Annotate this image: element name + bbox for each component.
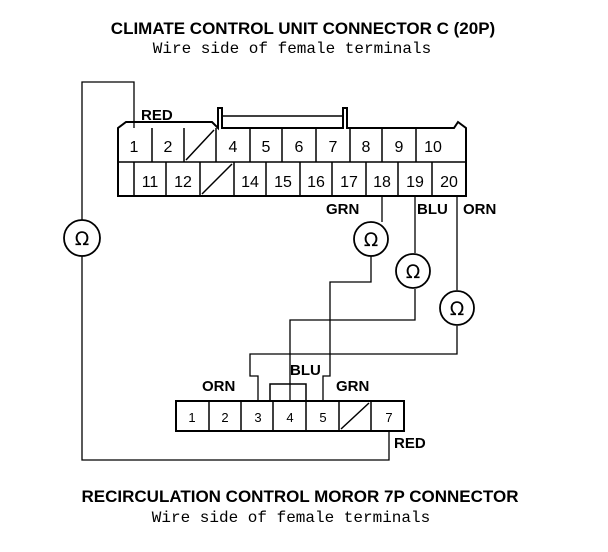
ohmmeter-blu: Ω xyxy=(395,253,431,289)
top-pin-17: 17 xyxy=(340,174,358,191)
empty-cavity-3 xyxy=(185,129,215,161)
ohmmeter-circle xyxy=(353,221,389,257)
top-pin-14: 14 xyxy=(241,174,259,191)
bottom-pin-3: 3 xyxy=(254,410,261,425)
top-pin-19: 19 xyxy=(406,174,424,191)
wire-label-blu-bottom: BLU xyxy=(290,362,321,379)
wire-label-red-bottom: RED xyxy=(394,435,426,452)
ohm-symbol: Ω xyxy=(364,229,379,251)
top-connector-subtitle: Wire side of female terminals xyxy=(153,40,431,58)
ohmmeter-circle xyxy=(395,253,431,289)
ohmmeter-circle xyxy=(63,219,101,257)
top-pin-12: 12 xyxy=(174,174,192,191)
ohmmeter-left: Ω xyxy=(63,219,101,257)
bottom-pin-2: 2 xyxy=(221,410,228,425)
top-pin-8: 8 xyxy=(362,139,371,156)
ohm-symbol: Ω xyxy=(75,228,90,250)
top-pin-5: 5 xyxy=(262,139,271,156)
bottom-connector-latch xyxy=(269,383,307,401)
top-connector-row2-dividers xyxy=(133,162,433,196)
top-pin-16: 16 xyxy=(307,174,325,191)
test-leads xyxy=(81,81,458,461)
ohm-symbol: Ω xyxy=(406,261,421,283)
bottom-pin-5: 5 xyxy=(319,410,326,425)
bottom-pin-4: 4 xyxy=(286,410,293,425)
lead-orn-bottom xyxy=(249,326,458,401)
top-connector-row1-dividers xyxy=(151,128,417,162)
lead-red-top xyxy=(81,81,135,220)
top-pin-2: 2 xyxy=(164,139,173,156)
wire-label-orn-bottom: ORN xyxy=(202,378,235,395)
top-connector-housing xyxy=(117,107,467,197)
bottom-pin-7: 7 xyxy=(385,410,392,425)
bottom-connector-subtitle: Wire side of female terminals xyxy=(152,509,430,527)
top-connector: 1 2 4 5 6 7 8 9 10 11 12 14 15 16 17 18 … xyxy=(117,107,467,197)
wire-label-grn-bottom: GRN xyxy=(336,378,369,395)
ohmmeter-circle xyxy=(439,290,475,326)
lead-red-bottom xyxy=(81,256,390,461)
empty-cavity-6 xyxy=(340,402,370,430)
top-connector-title: CLIMATE CONTROL UNIT CONNECTOR C (20P) xyxy=(111,19,495,38)
top-pin-7: 7 xyxy=(329,139,338,156)
top-pin-6: 6 xyxy=(295,139,304,156)
wire-label-red-top: RED xyxy=(141,107,173,124)
ohmmeter-grn: Ω xyxy=(353,221,389,257)
top-pin-15: 15 xyxy=(274,174,292,191)
ohm-symbol: Ω xyxy=(450,298,465,320)
wire-label-blu-top: BLU xyxy=(417,201,448,218)
top-pin-20: 20 xyxy=(440,174,458,191)
bottom-connector-dividers xyxy=(208,401,372,431)
ohmmeter-orn: Ω xyxy=(439,290,475,326)
top-pin-10: 10 xyxy=(424,139,442,156)
lead-grn-bottom xyxy=(322,256,372,401)
bottom-connector-title: RECIRCULATION CONTROL MOROR 7P CONNECTOR xyxy=(82,487,519,506)
bottom-connector: 1 2 3 4 5 7 xyxy=(175,383,405,432)
top-pin-9: 9 xyxy=(395,139,404,156)
top-pin-18: 18 xyxy=(373,174,391,191)
top-pin-1: 1 xyxy=(130,139,139,156)
top-pin-11: 11 xyxy=(142,174,159,191)
top-pin-4: 4 xyxy=(229,139,238,156)
bottom-pin-1: 1 xyxy=(188,410,195,425)
empty-cavity-13 xyxy=(201,163,233,195)
wire-label-grn-top: GRN xyxy=(326,201,359,218)
lead-blu-bottom xyxy=(289,289,416,401)
wire-label-orn-top: ORN xyxy=(463,201,496,218)
